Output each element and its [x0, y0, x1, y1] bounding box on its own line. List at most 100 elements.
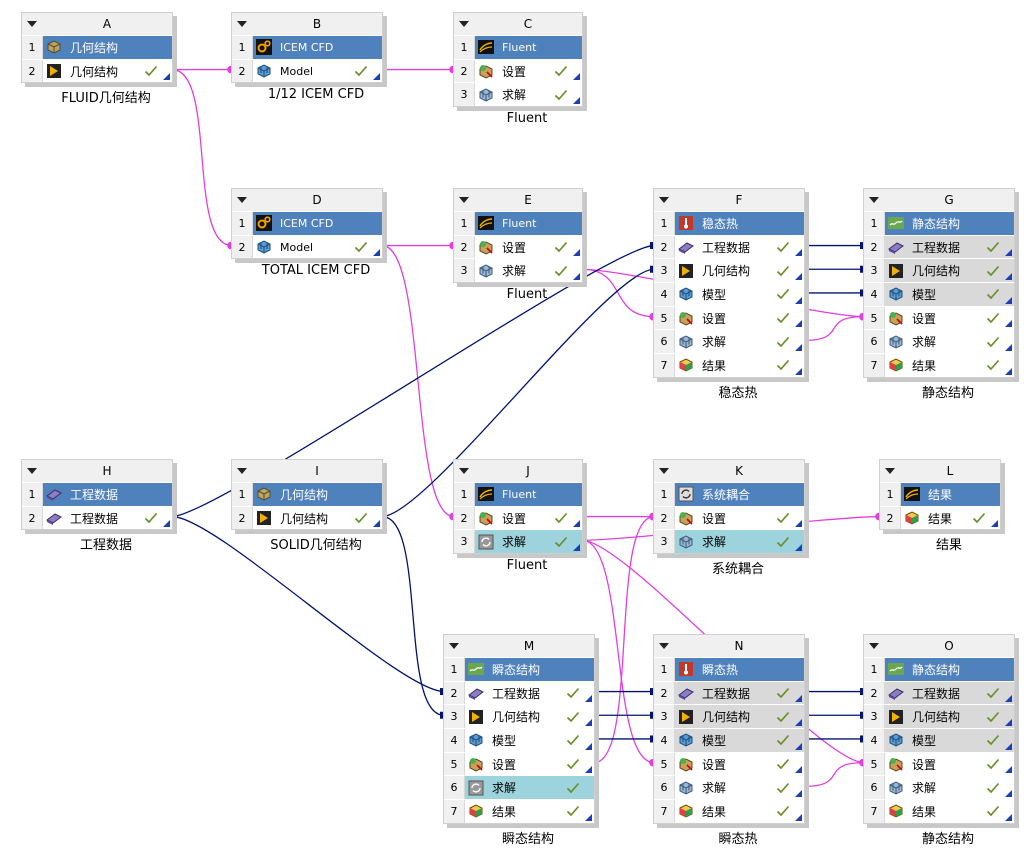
cell-results[interactable]: 结果	[674, 800, 804, 823]
dropdown-arrow-icon[interactable]	[654, 635, 674, 657]
cell-model-blocks[interactable]: Model	[252, 59, 382, 83]
dropdown-arrow-icon[interactable]	[454, 189, 474, 211]
cell-results[interactable]: 结果	[674, 354, 804, 377]
cell-design-modeler[interactable]: 几何结构	[464, 705, 594, 729]
cell-setup[interactable]: 设置	[884, 752, 1014, 776]
cell-setup[interactable]: 设置	[884, 306, 1014, 330]
cell-system-coupling-solve[interactable]: 求解	[474, 530, 582, 554]
dropdown-arrow-icon[interactable]	[232, 13, 252, 35]
cell-model-blocks[interactable]: 模型	[674, 283, 804, 306]
cell-system-coupling[interactable]: 系统耦合	[674, 483, 804, 506]
system-caption[interactable]: 工程数据	[79, 538, 133, 554]
cell-geometry-cube[interactable]: 几何结构	[252, 483, 382, 506]
cell-setup[interactable]: 设置	[474, 59, 582, 83]
cell-design-modeler[interactable]: 几何结构	[674, 705, 804, 729]
system-caption[interactable]: TOTAL ICEM CFD	[261, 263, 371, 279]
cell-solution[interactable]: 求解	[474, 83, 582, 107]
cell-fluent-logo[interactable]: Fluent	[474, 36, 582, 59]
system-caption[interactable]: Fluent	[506, 111, 548, 127]
dropdown-arrow-icon[interactable]	[232, 189, 252, 211]
cell-icem-gears[interactable]: ICEM CFD	[252, 36, 382, 59]
cell-results[interactable]: 结果	[884, 354, 1014, 377]
system-caption[interactable]: 系统耦合	[711, 562, 765, 578]
cell-design-modeler[interactable]: 几何结构	[884, 259, 1014, 283]
cell-solution[interactable]: 求解	[674, 530, 804, 554]
cell-model-blocks[interactable]: 模型	[464, 729, 594, 752]
cell-model-blocks[interactable]: Model	[252, 235, 382, 259]
cell-engineering-data[interactable]: 工程数据	[884, 235, 1014, 259]
cell-model-blocks[interactable]: 模型	[884, 283, 1014, 306]
cell-setup[interactable]: 设置	[474, 506, 582, 530]
cell-engineering-data[interactable]: 工程数据	[42, 506, 172, 530]
dropdown-arrow-icon[interactable]	[880, 460, 900, 482]
cell-design-modeler[interactable]: 几何结构	[252, 506, 382, 530]
cell-results[interactable]: 结果	[900, 506, 1000, 530]
dropdown-arrow-icon[interactable]	[444, 635, 464, 657]
dropdown-arrow-icon[interactable]	[864, 635, 884, 657]
cell-system-coupling-solve[interactable]: 求解	[464, 776, 594, 800]
cell-engineering-data[interactable]: 工程数据	[674, 681, 804, 705]
system-caption[interactable]: 瞬态结构	[501, 831, 555, 847]
cell-fluent-logo[interactable]: Fluent	[474, 483, 582, 506]
cell-setup[interactable]: 设置	[674, 306, 804, 330]
system-caption[interactable]: SOLID几何结构	[270, 538, 362, 554]
dropdown-arrow-icon[interactable]	[654, 189, 674, 211]
cell-setup[interactable]: 设置	[464, 752, 594, 776]
cell-model-blocks[interactable]: 模型	[674, 729, 804, 752]
cell-setup[interactable]: 设置	[674, 752, 804, 776]
system-caption[interactable]: 结果	[935, 538, 963, 554]
cell-thermal[interactable]: 稳态热	[674, 212, 804, 235]
cell-solution[interactable]: 求解	[674, 776, 804, 800]
cell-engineering-data[interactable]: 工程数据	[674, 235, 804, 259]
cell-setup[interactable]: 设置	[674, 506, 804, 530]
cell-results[interactable]: 结果	[884, 800, 1014, 823]
system-caption[interactable]: Fluent	[506, 558, 548, 574]
dropdown-arrow-icon[interactable]	[454, 460, 474, 482]
dropdown-arrow-icon[interactable]	[22, 460, 42, 482]
system-caption[interactable]: 稳态热	[718, 385, 758, 401]
system-caption[interactable]: 静态结构	[921, 385, 975, 401]
cell-engineering-data[interactable]: 工程数据	[884, 681, 1014, 705]
system-caption[interactable]: Fluent	[506, 287, 548, 303]
cell-icem-gears[interactable]: ICEM CFD	[252, 212, 382, 235]
cell-geometry-cube[interactable]: 几何结构	[42, 36, 172, 59]
dropdown-arrow-icon[interactable]	[864, 189, 884, 211]
cell-solution[interactable]: 求解	[674, 330, 804, 354]
system-caption[interactable]: 瞬态热	[718, 831, 758, 847]
cell-engineering-data[interactable]: 工程数据	[464, 681, 594, 705]
cell-design-modeler[interactable]: 几何结构	[884, 705, 1014, 729]
cell-static-structural[interactable]: 瞬态结构	[464, 658, 594, 681]
cell-setup[interactable]: 设置	[474, 235, 582, 259]
system-caption[interactable]: 静态结构	[921, 831, 975, 847]
cell-results[interactable]: 结果	[464, 800, 594, 823]
cell-model-blocks[interactable]: 模型	[884, 729, 1014, 752]
cell-design-modeler[interactable]: 几何结构	[674, 259, 804, 283]
cell-fluent-logo[interactable]: 结果	[900, 483, 1000, 506]
system-caption[interactable]: FLUID几何结构	[61, 91, 151, 107]
cell-solution[interactable]: 求解	[884, 330, 1014, 354]
cell-engineering-data[interactable]: 工程数据	[42, 483, 172, 506]
dropdown-arrow-icon[interactable]	[232, 460, 252, 482]
cell-static-structural[interactable]: 静态结构	[884, 212, 1014, 235]
system-caption[interactable]: 1/12 ICEM CFD	[267, 87, 365, 103]
dropdown-arrow-icon[interactable]	[654, 460, 674, 482]
cell-thermal[interactable]: 瞬态热	[674, 658, 804, 681]
dropdown-arrow-icon[interactable]	[454, 13, 474, 35]
cell-design-modeler[interactable]: 几何结构	[42, 59, 172, 83]
cell-static-structural[interactable]: 静态结构	[884, 658, 1014, 681]
cell-solution[interactable]: 求解	[884, 776, 1014, 800]
